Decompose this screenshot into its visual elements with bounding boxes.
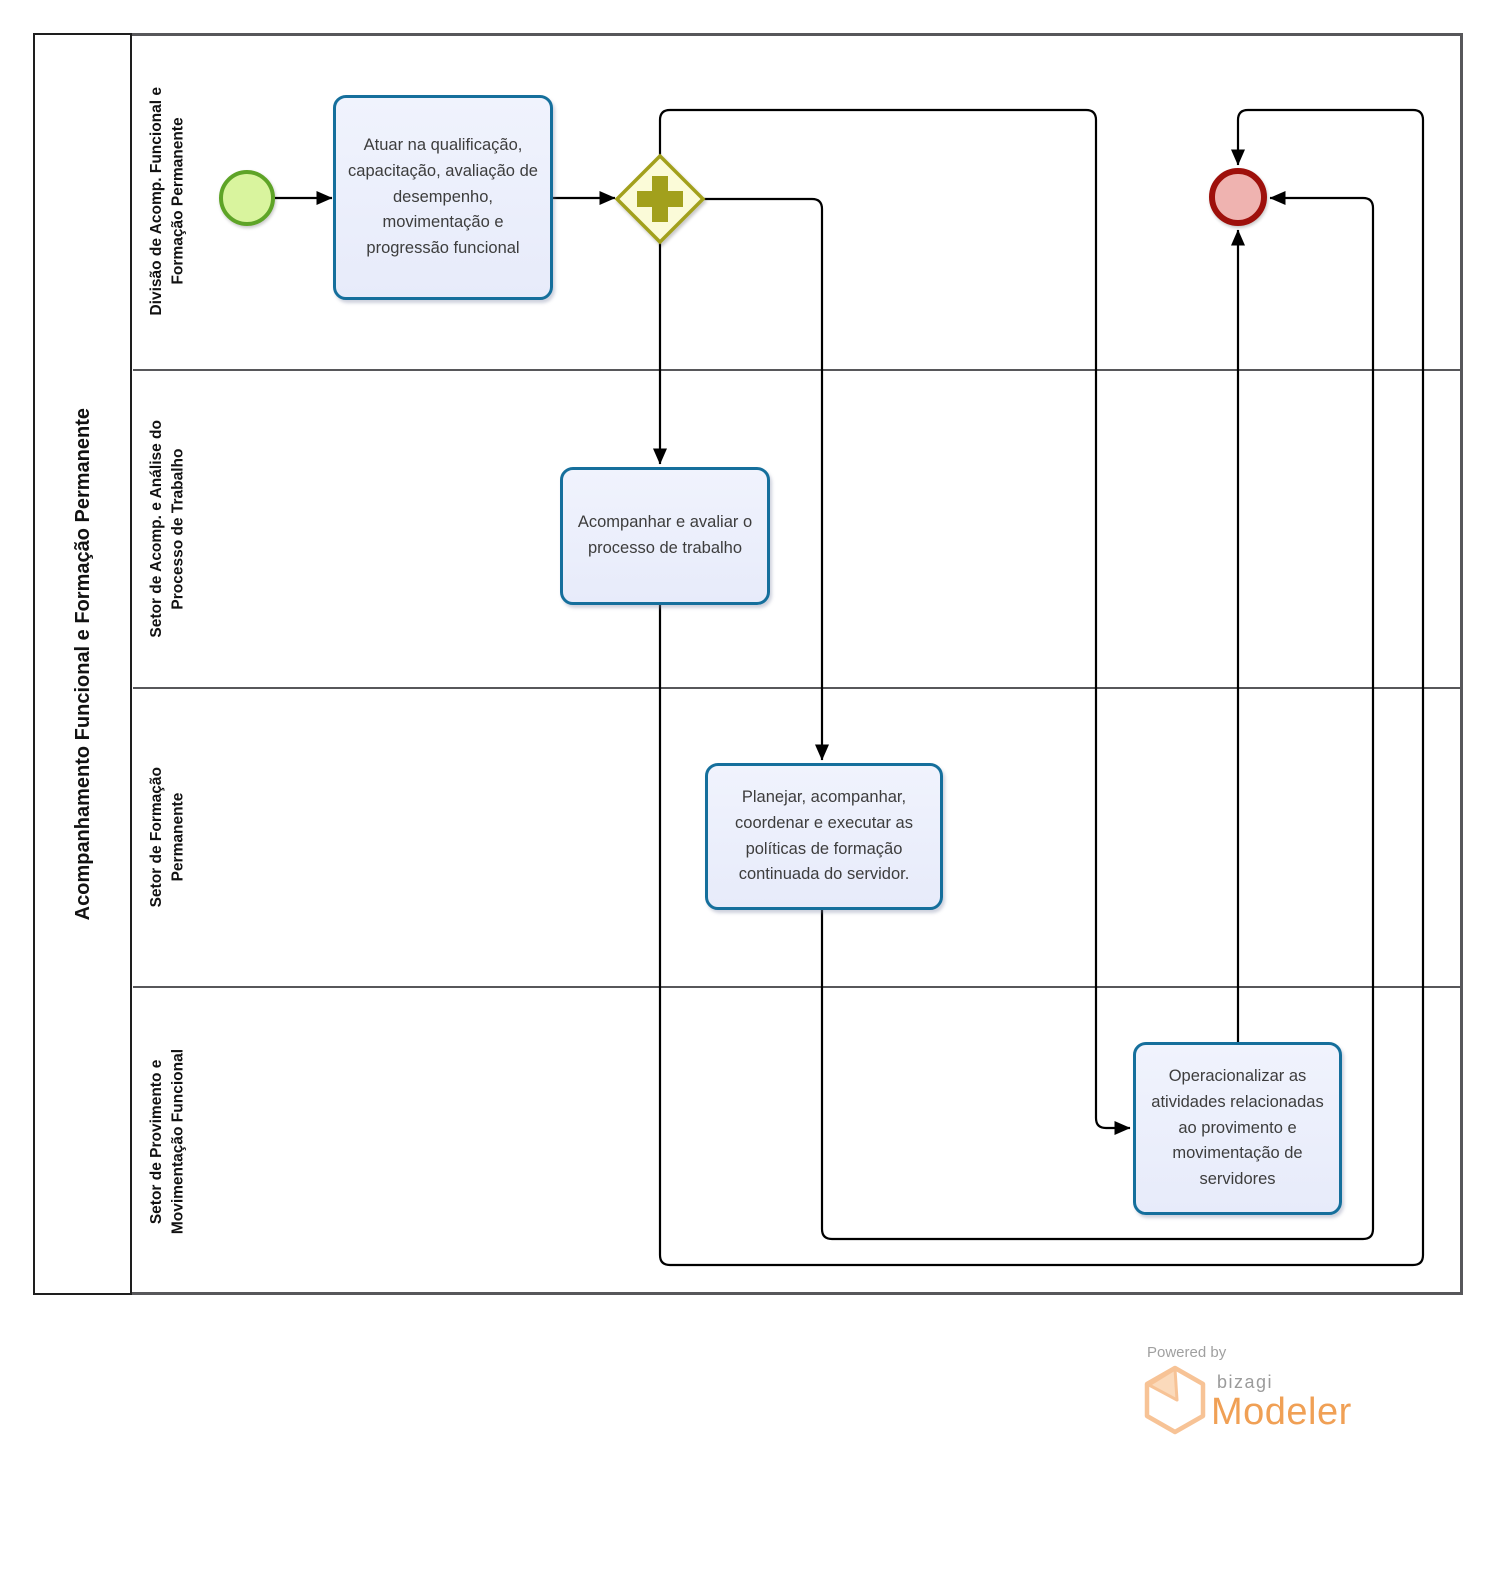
task-atuar: Atuar na qualificação, capacitação, aval… (333, 95, 553, 300)
lane-setor-provimento: Setor de Provimento e Movimentação Funci… (136, 988, 200, 1295)
task-acompanhar-label: Acompanhar e avaliar o processo de traba… (577, 513, 753, 557)
lane-setor-acomp-analise: Setor de Acomp. e Análise do Processo de… (136, 371, 200, 687)
lane-setor-formacao-label: Setor de Formação Permanente (148, 767, 187, 908)
start-event (219, 170, 275, 226)
lane-setor-provimento-label: Setor de Provimento e Movimentação Funci… (148, 1048, 187, 1235)
lane-setor-formacao: Setor de Formação Permanente (136, 689, 200, 986)
powered-by-text: Powered by (1147, 1344, 1227, 1361)
pool-title: Acompanhamento Funcional e Formação Perm… (71, 407, 94, 921)
lane-divider (133, 687, 1460, 689)
modeler-product-text: Modeler (1211, 1391, 1352, 1433)
lane-divider (133, 369, 1460, 371)
task-atuar-label: Atuar na qualificação, capacitação, aval… (348, 136, 538, 258)
task-acompanhar: Acompanhar e avaliar o processo de traba… (560, 467, 770, 605)
pool-title-strip: Acompanhamento Funcional e Formação Perm… (33, 33, 132, 1295)
bizagi-brand-text: bizagi (1217, 1372, 1274, 1392)
task-planejar-label: Planejar, acompanhar, coordenar e execut… (735, 788, 913, 884)
bizagi-cube-icon (1144, 1365, 1206, 1435)
task-operacionalizar-label: Operacionalizar as atividades relacionad… (1151, 1067, 1324, 1189)
task-planejar: Planejar, acompanhar, coordenar e execut… (705, 763, 943, 910)
end-event (1209, 168, 1267, 226)
lane-divider (133, 986, 1460, 988)
task-operacionalizar: Operacionalizar as atividades relacionad… (1133, 1042, 1342, 1215)
lane-divisao-label: Divisão de Acomp. Funcional e Formação P… (148, 86, 187, 316)
lane-divisao: Divisão de Acomp. Funcional e Formação P… (136, 33, 200, 369)
lane-setor-acomp-analise-label: Setor de Acomp. e Análise do Processo de… (148, 420, 187, 638)
